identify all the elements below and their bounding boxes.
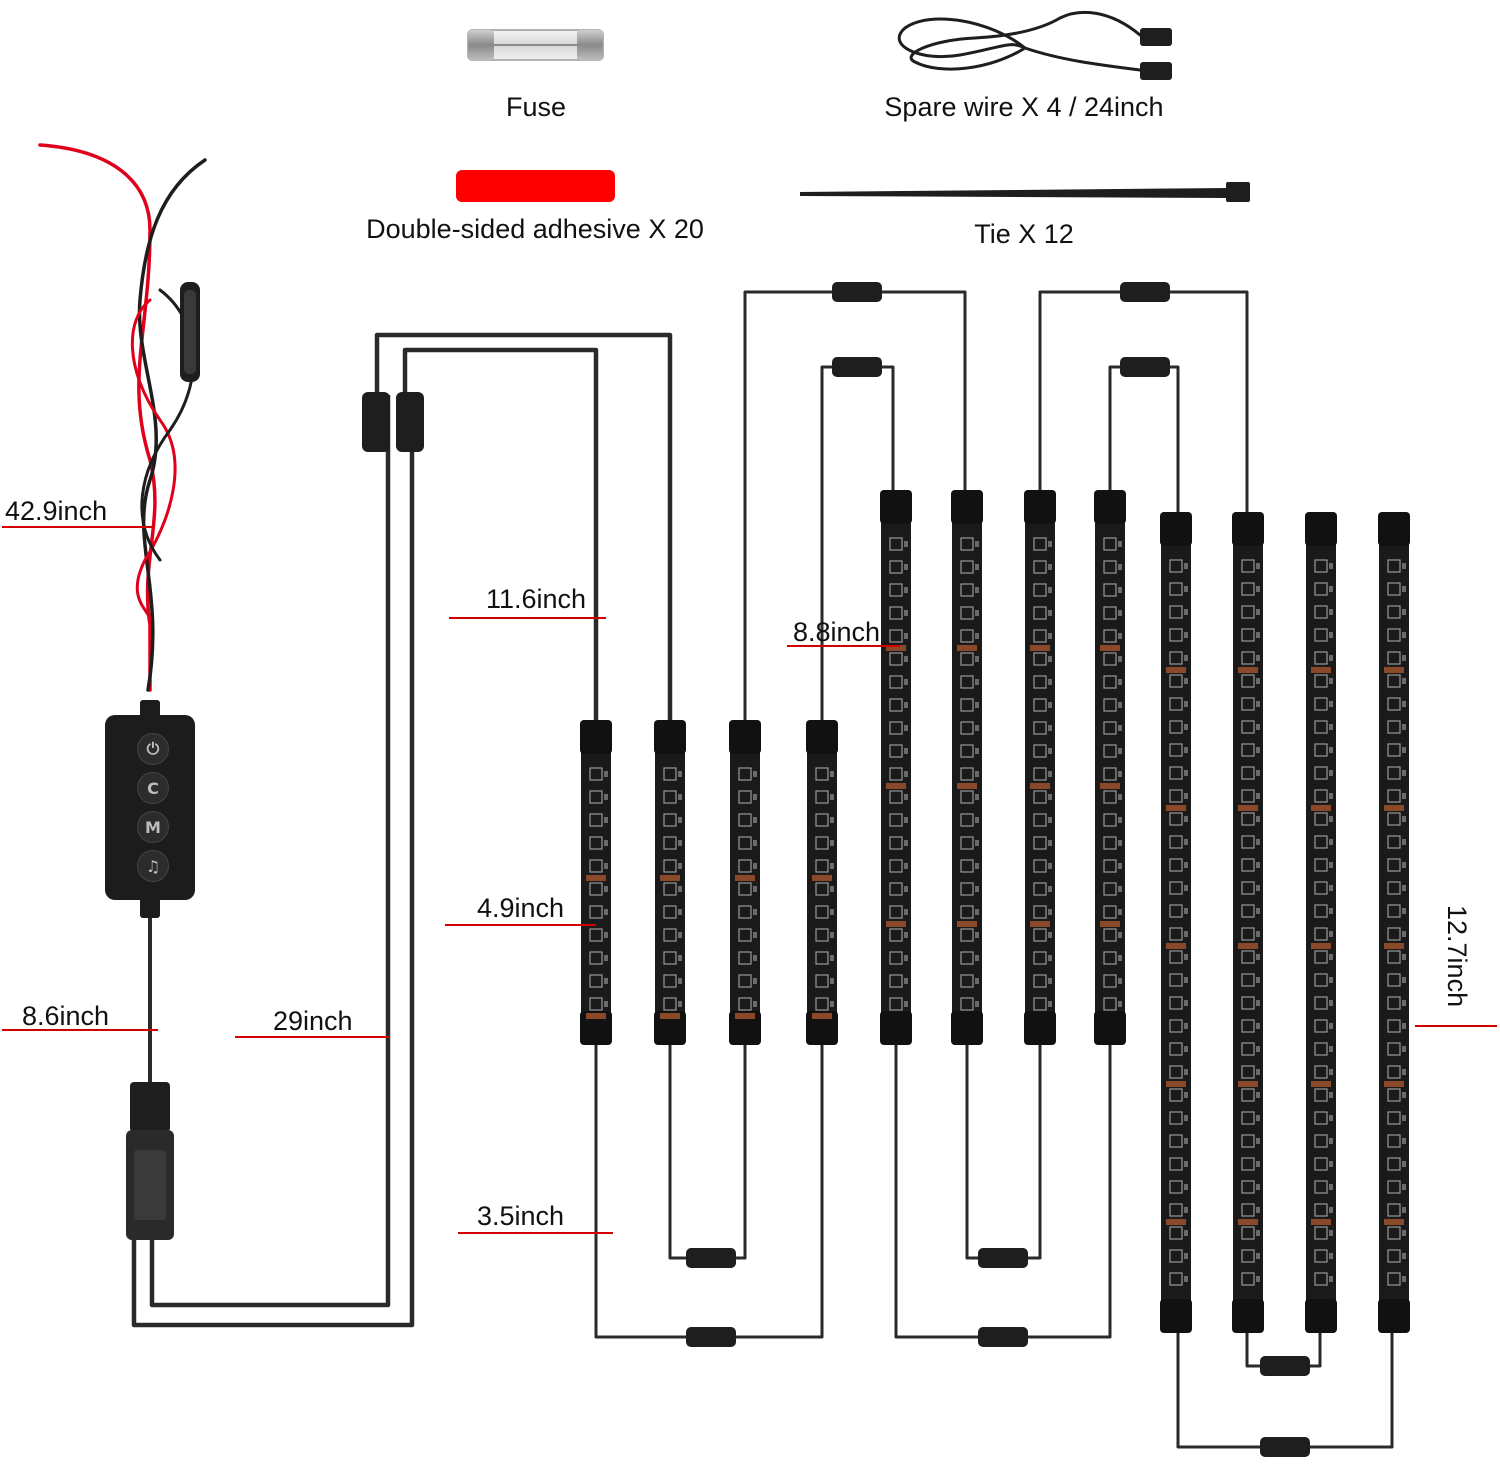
led-strips (580, 490, 1410, 1333)
led-strip (951, 490, 983, 1045)
led-strip (880, 490, 912, 1045)
led-strip (654, 720, 686, 1045)
power-icon[interactable]: ⏻ (137, 733, 169, 765)
adhesive-label: Double-sided adhesive X 20 (366, 214, 704, 244)
main-feed-cables (131, 332, 673, 1328)
usb-cable-length: 8.6inch (22, 1001, 110, 1031)
adhesive-strip-illustration (456, 170, 615, 202)
spare-wire-label: Spare wire X 4 / 24inch (884, 92, 1164, 122)
main-cable-length: 29inch (273, 1006, 353, 1036)
cable-tie-illustration (800, 182, 1250, 202)
fuse-label: Fuse (505, 92, 567, 122)
music-icon[interactable]: ♫ (137, 850, 169, 882)
power-cable-length: 42.9inch (5, 496, 108, 526)
led-strip (806, 720, 838, 1045)
spare-wire-illustration (897, 10, 1172, 80)
mode-icon[interactable]: M (137, 811, 169, 843)
segment-b-length: 8.8inch (793, 617, 881, 647)
usb-plug (126, 1082, 174, 1240)
measurement-lines (2, 526, 1497, 1234)
segment-c-length: 3.5inch (477, 1201, 565, 1231)
long-strip-length: 12.7inch (1442, 905, 1472, 1008)
short-strip-length: 4.9inch (477, 893, 565, 923)
controller-box (105, 700, 195, 1085)
led-strip (1094, 490, 1126, 1045)
led-strip (1024, 490, 1056, 1045)
led-strip (729, 720, 761, 1045)
color-icon[interactable]: C (137, 772, 169, 804)
led-strip (1160, 512, 1192, 1333)
strip-connectors (686, 282, 1310, 1457)
led-strip (1232, 512, 1264, 1333)
led-strip (580, 720, 612, 1045)
power-cable (38, 143, 207, 692)
led-strip (1305, 512, 1337, 1333)
fuse-illustration (467, 29, 604, 61)
segment-a-length: 11.6inch (486, 584, 587, 614)
led-strip (1378, 512, 1410, 1333)
strip-wires (594, 290, 1394, 1449)
feed-connectors (362, 392, 424, 452)
tie-label: Tie X 12 (974, 219, 1074, 249)
